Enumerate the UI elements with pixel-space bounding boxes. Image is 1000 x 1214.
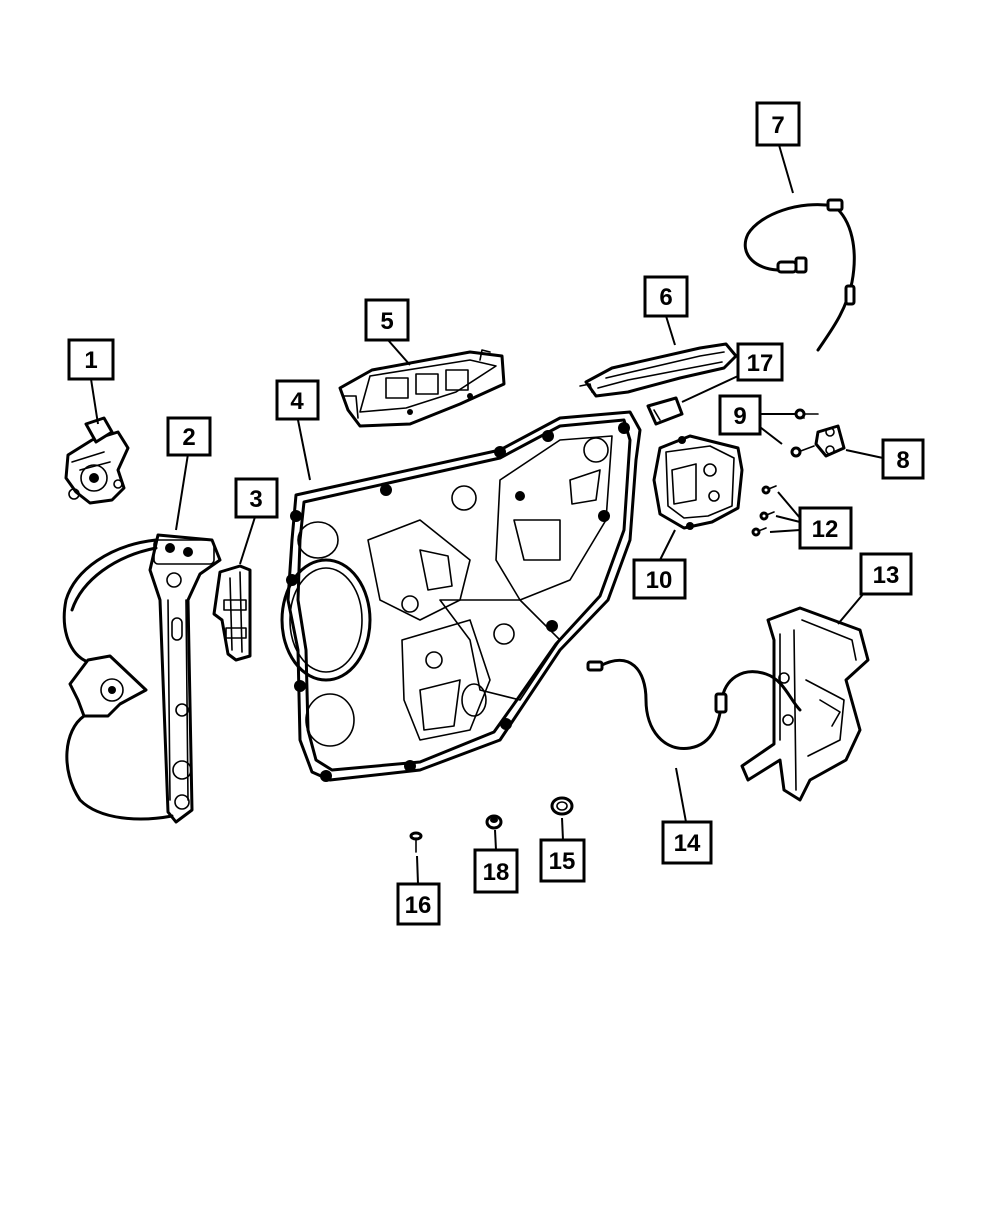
callout-14: 14: [661, 820, 713, 865]
callout-13: 13: [859, 552, 913, 596]
callout-label: 6: [659, 284, 672, 311]
latch-screws-part: [751, 485, 777, 537]
leader-1: [90, 378, 99, 425]
callout-9: 9: [718, 394, 762, 436]
switch-module-part: [338, 349, 506, 428]
callout-10: 10: [632, 558, 687, 600]
callout-label: 17: [747, 350, 774, 377]
door-handle-part: [579, 342, 738, 398]
leader-12a: [777, 491, 801, 519]
callout-label: 15: [549, 848, 576, 875]
callout-2: 2: [166, 416, 212, 457]
leader-18: [494, 829, 497, 851]
callout-label: 2: [182, 424, 195, 451]
callout-label: 13: [873, 562, 900, 589]
callout-label: 3: [249, 486, 262, 513]
callout-label: 18: [483, 859, 510, 886]
leader-12b: [775, 515, 801, 523]
leader-6: [665, 315, 676, 346]
callout-label: 9: [733, 403, 746, 430]
callout-label: 1: [84, 347, 97, 374]
leader-12c: [769, 529, 801, 533]
callout-label: 8: [896, 447, 909, 474]
cable-part: [743, 198, 856, 352]
nut-part: [485, 814, 503, 830]
leader-17: [681, 375, 739, 403]
callout-4: 4: [275, 379, 320, 421]
window-motor-part: [64, 416, 130, 505]
callout-8: 8: [881, 438, 925, 480]
callout-18: 18: [473, 848, 519, 894]
window-regulator-part: [62, 533, 222, 824]
callout-3: 3: [234, 477, 279, 519]
callout-7: 7: [755, 101, 801, 147]
push-pin-part: [409, 831, 423, 853]
callout-label: 16: [405, 892, 432, 919]
striker-part: [814, 424, 846, 458]
callout-label: 4: [290, 388, 304, 415]
callout-label: 14: [674, 830, 701, 857]
callout-label: 5: [380, 308, 393, 335]
leader-8: [845, 449, 884, 459]
leader-15: [561, 817, 564, 841]
regulator-bracket-part: [212, 564, 252, 662]
callout-label: 12: [812, 516, 839, 543]
door-carrier-plate-part: [280, 410, 642, 782]
leader-lines: [90, 144, 884, 885]
latch-cable-part: [586, 659, 802, 750]
leader-7: [778, 144, 794, 194]
leader-5: [387, 339, 411, 366]
leader-4: [297, 419, 311, 481]
callout-5: 5: [364, 298, 410, 342]
callout-label: 10: [646, 567, 673, 594]
lock-cap-part: [646, 396, 684, 426]
callout-6: 6: [643, 275, 689, 318]
grommet-part: [550, 796, 574, 816]
inner-bracket-part: [740, 606, 870, 802]
callout-16: 16: [396, 882, 441, 926]
leader-13: [837, 592, 865, 625]
callout-label: 7: [771, 112, 784, 139]
callout-1: 1: [67, 338, 115, 381]
leader-16: [416, 855, 419, 885]
callout-17: 17: [736, 342, 784, 382]
leader-2: [175, 453, 189, 531]
callout-15: 15: [539, 838, 586, 883]
door-latch-part: [652, 434, 744, 530]
callout-12: 12: [798, 506, 853, 550]
leader-10: [659, 529, 676, 561]
leader-14: [675, 767, 687, 823]
leader-3: [239, 516, 256, 565]
screws-part: [790, 408, 819, 458]
